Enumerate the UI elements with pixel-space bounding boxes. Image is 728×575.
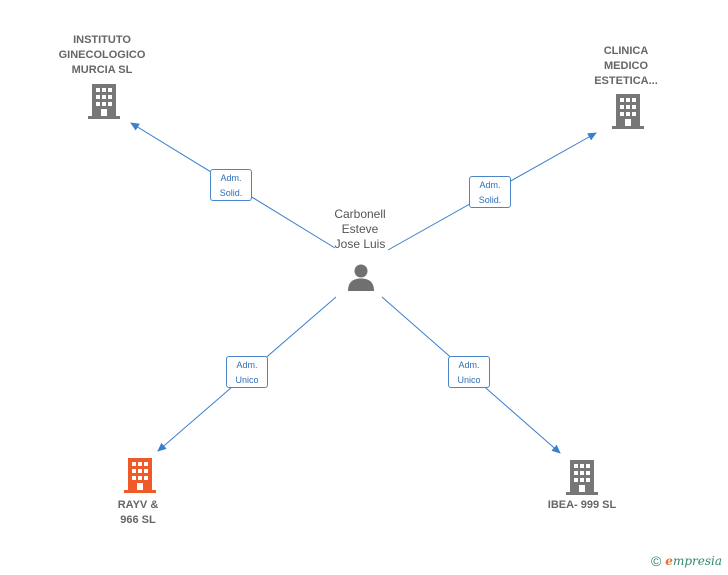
top-right-node-label[interactable]: CLINICA MEDICO ESTETICA... [594,45,658,87]
bottom-right-node-label[interactable]: IBEA- 999 SL [547,499,617,511]
edge-label-top-left[interactable]: Adm. Solid. [210,169,252,201]
footer-brand: © empresia [651,553,722,569]
top-left-node-label[interactable]: INSTITUTO GINECOLOGICO MURCIA SL [58,34,146,76]
bottom-left-node-label[interactable]: RAYV & 966 SL [117,499,159,526]
edge-label-top-right[interactable]: Adm. Solid. [469,176,511,208]
building-icon[interactable] [612,94,644,130]
edge-label-bottom-right[interactable]: Adm. Unico [448,356,490,388]
person-icon[interactable] [346,262,376,292]
edge-label-bottom-left[interactable]: Adm. Unico [226,356,268,388]
building-icon-highlighted[interactable] [124,458,156,494]
copyright-icon: © [650,553,662,569]
center-node-label[interactable]: Carbonell Esteve Jose Luis [334,207,386,251]
building-icon[interactable] [566,460,598,496]
building-icon[interactable] [88,84,120,120]
brand-logo: empresia [665,554,722,568]
